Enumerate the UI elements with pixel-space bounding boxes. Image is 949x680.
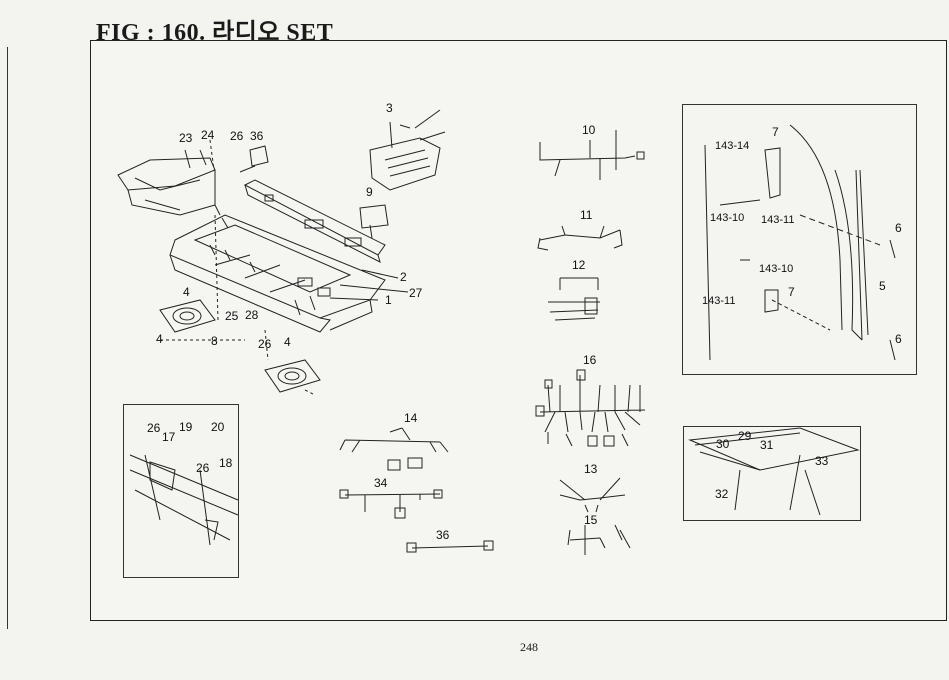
- callout-10: 10: [582, 123, 596, 137]
- callout-19: 19: [179, 420, 193, 434]
- callout-23: 23: [179, 131, 193, 145]
- callout-26-door: 26: [147, 421, 161, 435]
- callout-31: 31: [760, 438, 774, 452]
- callout-14: 14: [404, 411, 418, 425]
- callout-1: 1: [385, 293, 392, 307]
- callout-143-11-top: 143-11: [761, 214, 795, 226]
- adjacent-page-edge: [0, 47, 8, 629]
- callout-143-10-bottom: 143-10: [759, 263, 794, 275]
- callout-12: 12: [572, 258, 586, 272]
- page-number: 248: [520, 640, 538, 654]
- callout-143-10-top: 143-10: [710, 212, 745, 224]
- callout-4-right: 4: [284, 335, 291, 349]
- callout-5: 5: [879, 279, 886, 293]
- callout-26-mid: 26: [258, 337, 272, 351]
- callout-3: 3: [386, 101, 393, 115]
- callout-30: 30: [716, 437, 730, 451]
- callout-18: 18: [219, 456, 233, 470]
- callout-34: 34: [374, 476, 388, 490]
- callout-9: 9: [366, 185, 373, 199]
- callout-32: 32: [715, 487, 729, 501]
- callout-16: 16: [583, 353, 597, 367]
- callout-4-left: 4: [183, 285, 190, 299]
- callout-13: 13: [584, 462, 598, 476]
- callout-36-bottom: 36: [436, 528, 450, 542]
- callout-25: 25: [225, 309, 239, 323]
- callout-4-lead: 4: [156, 332, 163, 346]
- callout-6-top: 6: [895, 221, 902, 235]
- callout-8: 8: [211, 334, 218, 348]
- callout-33: 33: [815, 454, 829, 468]
- callout-24: 24: [201, 128, 215, 142]
- callout-27: 27: [409, 286, 423, 300]
- callout-28: 28: [245, 308, 259, 322]
- callout-15: 15: [584, 513, 598, 527]
- callout-17: 17: [162, 430, 176, 444]
- callout-7-bottom: 7: [788, 285, 795, 299]
- callout-26-door-lower: 26: [196, 461, 210, 475]
- callout-2: 2: [400, 270, 407, 284]
- callout-7-top: 7: [772, 125, 779, 139]
- callout-143-11-bottom: 143-11: [702, 295, 736, 307]
- callout-29: 29: [738, 429, 752, 443]
- callout-20: 20: [211, 420, 225, 434]
- callout-36-top: 36: [250, 129, 264, 143]
- callout-6-bottom: 6: [895, 332, 902, 346]
- callout-26-top: 26: [230, 129, 244, 143]
- callout-11: 11: [580, 208, 593, 222]
- callout-143-14: 143-14: [715, 140, 750, 152]
